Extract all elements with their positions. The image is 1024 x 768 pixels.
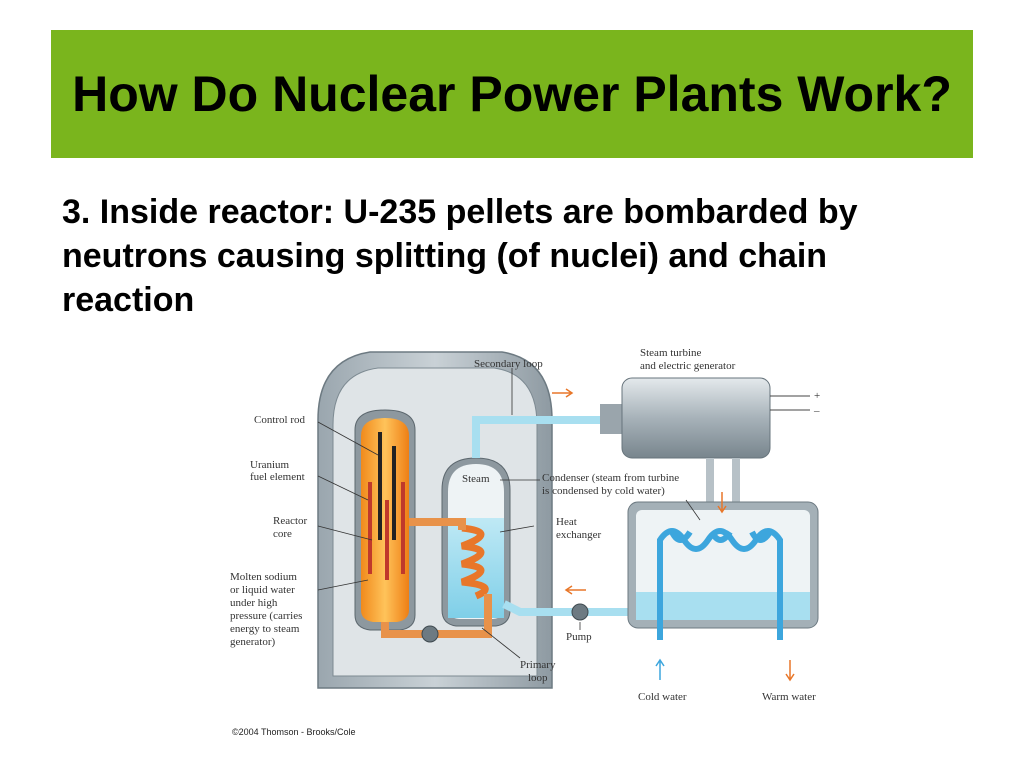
- turbine-shaft: [600, 404, 624, 434]
- label-molten-6: generator): [230, 636, 276, 648]
- label-core: core: [273, 528, 292, 540]
- condenser-coil: [669, 530, 773, 543]
- label-exchanger: exchanger: [556, 529, 602, 541]
- label-primary: Primary: [520, 659, 556, 671]
- primary-loop-pipe: [409, 518, 466, 530]
- flow-arrow: [552, 388, 574, 398]
- slide-body-text: 3. Inside reactor: U-235 pellets are bom…: [62, 193, 858, 319]
- label-steam: Steam: [462, 473, 490, 485]
- warm-water-arrow: [785, 660, 795, 682]
- title-bar: How Do Nuclear Power Plants Work?: [51, 30, 973, 158]
- secondary-loop-steam-pipe: [472, 416, 620, 458]
- steam-turbine: [621, 377, 771, 459]
- generator-plus-label: +: [814, 390, 820, 402]
- label-condenser: Condenser (steam from turbine: [542, 472, 679, 484]
- label-secondary-loop: Secondary loop: [474, 358, 543, 370]
- uranium-fuel-element: [385, 500, 389, 580]
- uranium-fuel-element: [401, 482, 405, 574]
- label-warm-water: Warm water: [762, 691, 816, 703]
- label-fuel-element: fuel element: [250, 471, 305, 483]
- heat-exchanger-coil: [460, 524, 489, 600]
- label-condenser-2: is condensed by cold water): [542, 485, 665, 497]
- label-steam-turbine-2: and electric generator: [640, 360, 736, 372]
- copyright-text: ©2004 Thomson - Brooks/Cole: [232, 727, 356, 737]
- label-cold-water: Cold water: [638, 691, 687, 703]
- slide-title: How Do Nuclear Power Plants Work?: [72, 65, 952, 122]
- generator-minus-label: –: [813, 405, 820, 417]
- cold-water-arrow: [655, 658, 665, 680]
- uranium-fuel-element: [368, 482, 372, 574]
- label-molten-2: or liquid water: [230, 584, 295, 596]
- label-molten-5: energy to steam: [230, 623, 300, 635]
- label-molten-4: pressure (carries: [230, 610, 302, 622]
- label-control-rod: Control rod: [254, 414, 306, 426]
- control-rod: [392, 446, 396, 540]
- flow-arrow: [717, 492, 727, 514]
- label-reactor: Reactor: [273, 515, 308, 527]
- condenser-coil: [657, 528, 783, 640]
- label-loop: loop: [528, 672, 548, 684]
- secondary-loop-return-pipe: [502, 600, 660, 616]
- secondary-pump: [571, 603, 589, 621]
- label-steam-turbine: Steam turbine: [640, 347, 702, 359]
- label-heat: Heat: [556, 516, 577, 528]
- label-pump: Pump: [566, 631, 592, 643]
- label-uranium: Uranium: [250, 459, 290, 471]
- label-molten-1: Molten sodium: [230, 571, 297, 583]
- label-molten-3: under high: [230, 597, 278, 609]
- primary-pump: [421, 625, 439, 643]
- control-rod: [378, 432, 382, 540]
- flow-arrow: [564, 585, 586, 595]
